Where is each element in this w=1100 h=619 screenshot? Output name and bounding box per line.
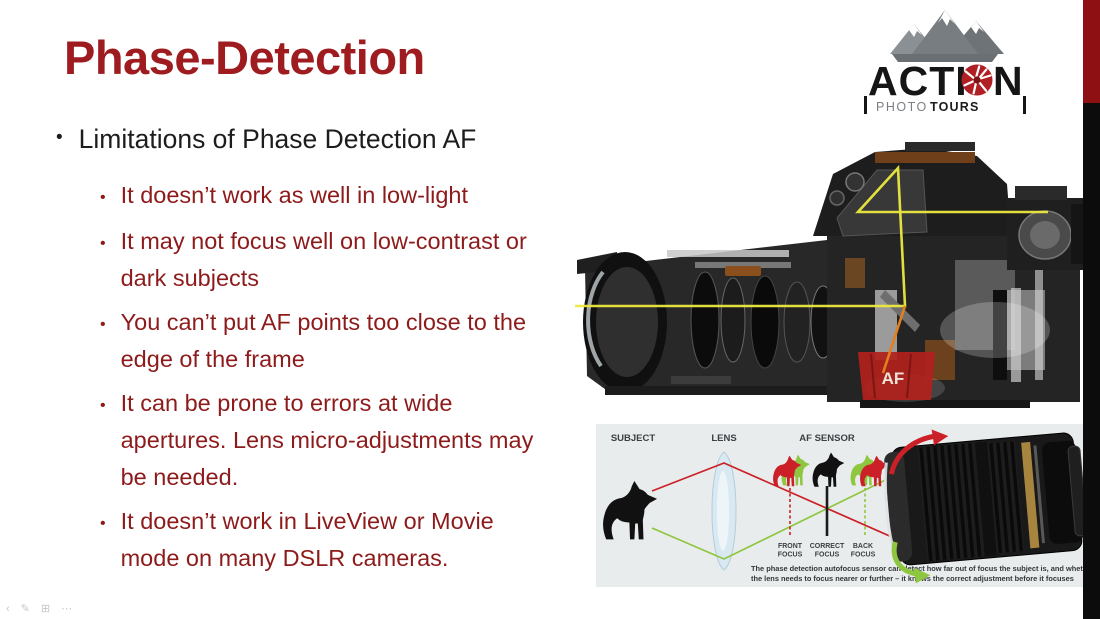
logo-subtitle-tours: TOURS <box>930 100 980 114</box>
front-focus-label: FRONT <box>778 543 803 550</box>
right-accent-bar-red <box>1083 0 1100 103</box>
camera-lens-photo <box>883 429 1083 584</box>
diagram-caption: the lens needs to focus nearer or furthe… <box>751 574 1074 583</box>
diagram-label-lens: LENS <box>711 433 736 444</box>
bullet-marker: • <box>56 127 63 148</box>
logo-name-left: ACTI <box>868 58 968 104</box>
pentaprism-housing <box>813 142 1011 237</box>
back-focus-label: BACK <box>853 543 873 550</box>
list-item: • It can be prone to errors at wide aper… <box>100 385 554 496</box>
list-item-text: It can be prone to errors at wide apertu… <box>120 390 534 490</box>
af-label: AF <box>882 369 905 388</box>
list-item: • It may not focus well on low-contrast … <box>100 223 554 297</box>
yellow-light-path-lines <box>575 164 1048 308</box>
aperture-icon <box>961 64 993 96</box>
logo-name-right: N <box>993 58 1023 104</box>
pen-icon[interactable]: ✎ <box>20 603 30 615</box>
list-item-text: It doesn’t work in LiveView or Movie mod… <box>120 508 494 571</box>
list-item-text: It may not focus well on low-contrast or… <box>120 228 527 291</box>
af-module: AF <box>858 352 935 400</box>
back-focus-label: FOCUS <box>851 552 876 559</box>
bullet-marker: • <box>100 397 106 414</box>
bullet-marker: • <box>100 515 106 532</box>
grid-icon[interactable]: ⊞ <box>40 603 51 615</box>
red-rotation-arrowhead <box>931 429 949 446</box>
correct-focus-label: CORRECT <box>810 543 845 550</box>
list-item: • It doesn’t work in LiveView or Movie m… <box>100 503 554 577</box>
reflex-mirror <box>880 290 920 332</box>
diagram-caption: The phase detection autofocus sensor can… <box>751 564 1083 573</box>
phase-detection-diagram: SUBJECT LENS AF SENSOR FRONT FOCUS CORRE… <box>596 424 1083 587</box>
ellipsis-icon[interactable]: ⋯ <box>61 603 73 615</box>
bullet-marker: • <box>100 316 106 333</box>
green-rotation-arrowhead <box>913 567 931 584</box>
red-rotation-arrow <box>888 433 935 475</box>
diagram-label-af-sensor: AF SENSOR <box>799 433 855 444</box>
page-title: Phase-Detection <box>64 31 425 84</box>
orange-af-path-line <box>881 305 907 374</box>
slideshow-controls: ‹ ✎ ⊞ ⋯ <box>6 604 72 615</box>
right-accent-bar-black <box>1083 103 1100 619</box>
list-item-text: You can’t put AF points too close to the… <box>120 309 527 372</box>
list-item: • You can’t put AF points too close to t… <box>100 304 554 378</box>
logo-right-bar <box>1023 96 1026 114</box>
green-light-ray <box>651 467 911 560</box>
heading-bullet: • Limitations of Phase Detection AF <box>44 124 554 155</box>
camera-cutaway-image: AF <box>575 142 1083 408</box>
front-focus-label: FOCUS <box>778 552 803 559</box>
bullet-list: • Limitations of Phase Detection AF • It… <box>44 124 554 584</box>
lens-barrel <box>577 240 837 395</box>
bullet-marker: • <box>100 235 106 252</box>
logo-left-bar <box>864 96 867 114</box>
viewfinder-eyepiece <box>1007 186 1083 270</box>
green-rotation-arrow <box>891 541 919 577</box>
action-photo-tours-logo: ACTI N PHOTO TOURS <box>864 10 1026 114</box>
bullet-marker: • <box>100 189 106 206</box>
diagram-label-subject: SUBJECT <box>611 433 656 444</box>
correct-focus-label: FOCUS <box>815 552 840 559</box>
chevron-left-icon[interactable]: ‹ <box>6 603 10 615</box>
list-item-text: It doesn’t work as well in low-light <box>120 182 469 208</box>
logo-subtitle-photo: PHOTO <box>876 100 928 114</box>
lens-highlight <box>717 471 729 551</box>
mountains-icon <box>890 10 1004 62</box>
red-light-ray <box>651 462 911 546</box>
haze-highlight <box>940 302 1050 358</box>
list-item: • It doesn’t work as well in low-light <box>100 177 554 216</box>
heading-bullet-text: Limitations of Phase Detection AF <box>78 124 477 154</box>
